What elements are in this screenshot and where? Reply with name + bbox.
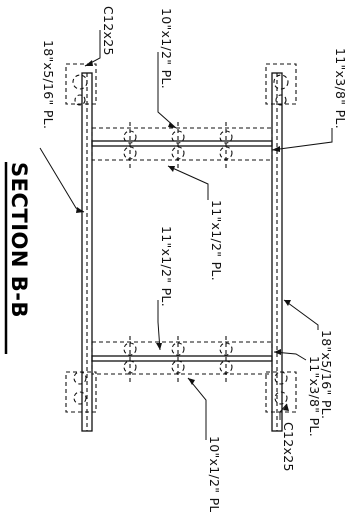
arrowheads (76, 60, 291, 411)
section-title: SECTION B-B (4, 162, 31, 354)
bottom-bolts (73, 336, 288, 405)
label-18x516-right: 18"x5/16" PL. (319, 330, 334, 419)
left-flange-plate (81, 72, 93, 432)
label-c12-top: C12x25 (101, 6, 116, 56)
top-web-assembly (65, 63, 297, 168)
bottom-web-assembly (65, 336, 297, 413)
section-title-text: SECTION B-B (7, 162, 31, 318)
labels: C12x25 10"x1/2" PL. 11"x3/8" PL. 18"x5/1… (41, 6, 348, 512)
label-11x12-mid-left: 11"x1/2" PL. (159, 226, 174, 307)
top-bolts (72, 74, 289, 168)
label-11x12-mid-right: 11"x1/2" PL. (209, 200, 224, 281)
leader-lines (39, 30, 333, 440)
label-11x38-bottom: 11"x3/8" PL. (307, 356, 322, 437)
label-18x516-left: 18"x5/16" PL. (41, 40, 56, 129)
label-10x12-top: 10"x1/2" PL. (159, 8, 174, 89)
label-c12-bottom: C12x25 (281, 422, 296, 472)
label-11x38-top: 11"x3/8" PL. (333, 48, 348, 129)
label-10x12-bottom: 10"x1/2" PL. (207, 436, 222, 512)
right-flange-plate (271, 72, 283, 432)
